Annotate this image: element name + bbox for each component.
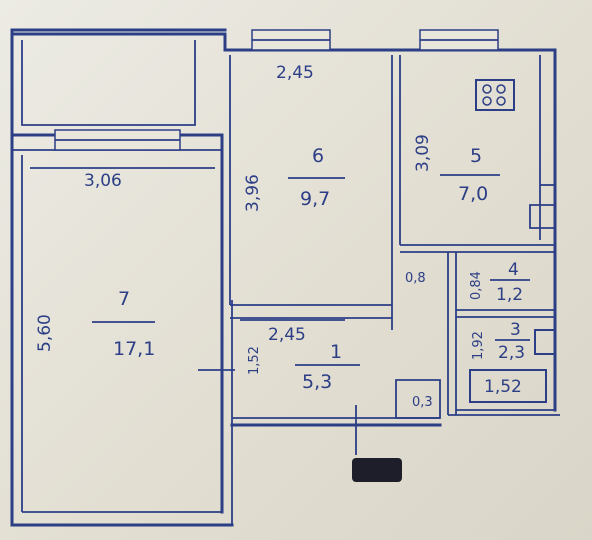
dim-560: 5,60 <box>35 314 55 352</box>
stove-burner-4 <box>496 96 506 106</box>
room6-area: 9,7 <box>300 188 330 210</box>
room5-number: 5 <box>470 145 482 167</box>
dimension-labels: 2,45 3,06 2,45 1,52 0,8 0,3 3,96 3,09 5,… <box>35 63 522 410</box>
dim-192: 1,92 <box>471 331 486 360</box>
stove-icon <box>475 79 515 111</box>
dim-396: 3,96 <box>243 174 263 212</box>
closet-box <box>395 379 441 419</box>
bathtub-icon <box>469 369 547 403</box>
dim-top-245: 2,45 <box>276 63 314 83</box>
room1-area: 5,3 <box>302 371 332 393</box>
room4-number: 4 <box>508 260 519 280</box>
room5-niche <box>529 204 556 229</box>
dim-03: 0,3 <box>412 395 433 410</box>
room7-number: 7 <box>118 288 130 310</box>
room5-area: 7,0 <box>458 183 488 205</box>
room3-number: 3 <box>510 320 521 340</box>
fixtures <box>352 79 556 482</box>
entrance-door-mark <box>352 458 402 482</box>
dim-mid-245: 2,45 <box>268 325 306 345</box>
room-labels: 7 17,1 6 9,7 5 7,0 4 1,2 3 2,3 1 5,3 <box>92 145 530 393</box>
dim-08: 0,8 <box>405 271 426 286</box>
dim-152: 1,52 <box>247 346 262 375</box>
dim-box-152: 1,52 <box>484 377 522 397</box>
windows <box>54 29 499 151</box>
dim-084: 0,84 <box>469 271 484 300</box>
room4-area: 1,2 <box>496 285 523 305</box>
sink-icon <box>534 329 556 355</box>
stove-burner-1 <box>482 84 492 94</box>
room1-number: 1 <box>330 341 342 363</box>
room6-number: 6 <box>312 145 324 167</box>
outer-wall-top <box>10 28 227 36</box>
dimension-lines <box>30 167 345 371</box>
room3-area: 2,3 <box>498 343 525 363</box>
dim-306: 3,06 <box>84 171 122 191</box>
stove-burner-3 <box>482 96 492 106</box>
room7-area: 17,1 <box>113 338 155 360</box>
stove-burner-2 <box>496 84 506 94</box>
dim-309: 3,09 <box>413 134 433 172</box>
balcony-wall <box>21 40 196 126</box>
